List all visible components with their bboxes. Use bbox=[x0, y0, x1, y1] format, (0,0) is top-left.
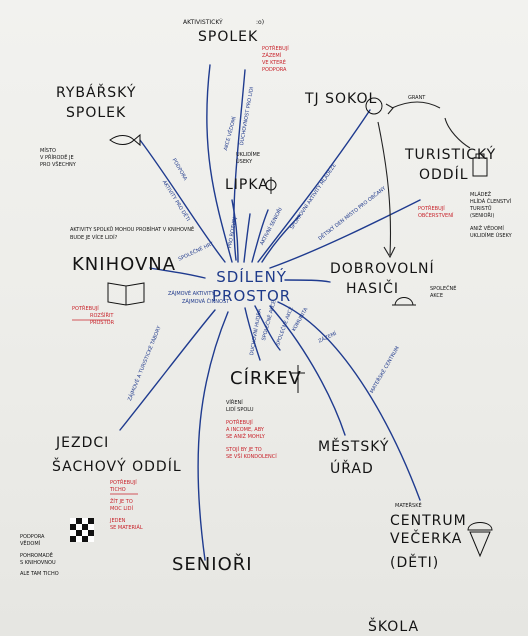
ice-cream-icon bbox=[467, 522, 493, 558]
edge-dobrovolni bbox=[284, 279, 331, 283]
fish-icon bbox=[109, 133, 141, 147]
materske-line-1: MATEŘSKÉ bbox=[395, 503, 422, 509]
edge-lipka bbox=[231, 199, 239, 263]
edge-mestsky bbox=[269, 305, 346, 436]
aktivisticky-top: AKTIVISTICKÝ bbox=[183, 19, 223, 26]
edge-aktivisticky bbox=[206, 64, 233, 263]
edge-materske bbox=[277, 301, 421, 501]
cross-icon bbox=[291, 365, 305, 393]
edge-cirkev bbox=[244, 307, 261, 361]
edge-aktivisticky-b bbox=[233, 69, 246, 261]
arrow-grant-head bbox=[385, 103, 394, 115]
center-line-2: PROSTOR bbox=[212, 287, 292, 305]
edge-rybarsky bbox=[139, 139, 226, 263]
edge-label-10: ZÁJMOVÉ AKTIVITY bbox=[168, 291, 215, 297]
lipka-node-label: LIPKA bbox=[225, 177, 269, 193]
arrow-head-down bbox=[383, 246, 396, 259]
edge-burst-2 bbox=[261, 214, 301, 263]
edge-cirkev-b bbox=[254, 305, 281, 351]
arrow-grant-2 bbox=[444, 117, 471, 149]
book-icon bbox=[107, 282, 145, 306]
seniori-node-label: SENIOŘI bbox=[172, 554, 253, 575]
edge-tj-sokol bbox=[257, 109, 371, 263]
dollar-sign-icon bbox=[365, 97, 383, 115]
edge-burst-1 bbox=[251, 209, 269, 263]
center-node-label: SDÍLENÝ PROSTOR bbox=[212, 270, 291, 304]
edge-jezdci bbox=[119, 309, 216, 431]
knihovna-node-label: KNIHOVNA bbox=[72, 254, 177, 275]
center-line-1: SDÍLENÝ bbox=[216, 268, 287, 286]
grant-label: GRANT bbox=[408, 95, 426, 101]
aktivisticky-smiley: :o) bbox=[256, 19, 265, 26]
aktivisticky-node-label: SPOLEK bbox=[198, 29, 259, 45]
edge-knihovna bbox=[149, 267, 206, 279]
backpack-icon bbox=[472, 153, 488, 177]
edge-turisticky bbox=[269, 199, 421, 269]
chess-board-icon bbox=[70, 518, 94, 542]
edge-seniori bbox=[197, 311, 229, 561]
cirkev-node-label: CÍRKEV bbox=[230, 368, 302, 389]
helmet-icon bbox=[392, 297, 416, 306]
edge-label-11: ZÁJMOVÁ ČINNOST bbox=[182, 299, 230, 305]
arrow-grant bbox=[391, 101, 441, 109]
skola-node-label: ŠKOLA bbox=[368, 619, 420, 635]
phi-icon bbox=[265, 177, 277, 194]
knihovna-note: AKTIVITY SPOLKŮ MOHOU PROBÍHAT V KNIHOVN… bbox=[70, 227, 195, 241]
tj-sokol-node-label: TJ SOKOL bbox=[305, 91, 378, 107]
edge-burst-3 bbox=[243, 213, 251, 263]
arrow-sokol-hasici bbox=[377, 121, 392, 256]
